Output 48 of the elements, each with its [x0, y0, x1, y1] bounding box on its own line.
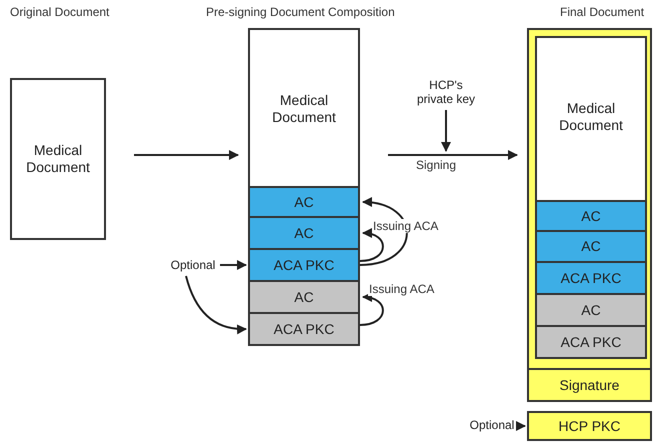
document-section: [535, 261, 647, 295]
annotation-text: Optional: [170, 258, 216, 272]
document-section: [527, 411, 652, 441]
document-section: [535, 325, 647, 359]
document-section: [10, 78, 106, 240]
section-label: AC: [293, 194, 315, 210]
arrow: [185, 276, 247, 334]
document-frame: [527, 28, 652, 402]
arrow: [220, 260, 247, 270]
section-label: ACA PKC: [560, 334, 622, 350]
document-section: [248, 186, 360, 218]
document-section: [535, 36, 647, 202]
document-section: [248, 312, 360, 346]
section-label: AC: [580, 208, 602, 224]
document-section: [248, 248, 360, 282]
arrow: [360, 292, 384, 326]
section-label: ACA PKC: [560, 270, 622, 286]
arrow: [360, 198, 408, 266]
column-heading: Pre-signing Document Composition: [206, 5, 395, 19]
section-label: AC: [580, 302, 602, 318]
arrow: [134, 150, 239, 160]
document-section: [248, 28, 360, 188]
section-label: AC: [580, 238, 602, 255]
section-label: ACA PKC: [272, 256, 336, 274]
document-section: [248, 216, 360, 250]
annotation-text: Optional: [468, 418, 516, 432]
section-label: Signature: [558, 376, 620, 394]
edge-label: Issuing ACA: [372, 219, 440, 233]
section-label: AC: [293, 224, 315, 242]
document-section: [248, 280, 360, 314]
document-section: [535, 200, 647, 232]
edge-label: Signing: [415, 158, 458, 172]
section-label: HCP PKC: [558, 418, 622, 434]
section-label: Medical Document: [558, 100, 624, 134]
arrow: [516, 421, 526, 431]
column-heading: Final Document: [560, 5, 644, 19]
edge-label: Issuing ACA: [368, 282, 436, 296]
arrow: [441, 110, 451, 152]
arrow: [360, 228, 384, 262]
document-section: [535, 293, 647, 327]
annotation-text: HCP's private key: [416, 78, 476, 106]
column-heading: Original Document: [10, 5, 110, 19]
section-label: AC: [293, 288, 315, 306]
arrow: [388, 150, 518, 160]
document-section: [535, 230, 647, 263]
section-label: Medical Document: [271, 92, 337, 126]
section-label: ACA PKC: [272, 320, 336, 338]
section-label: Medical Document: [25, 142, 91, 176]
